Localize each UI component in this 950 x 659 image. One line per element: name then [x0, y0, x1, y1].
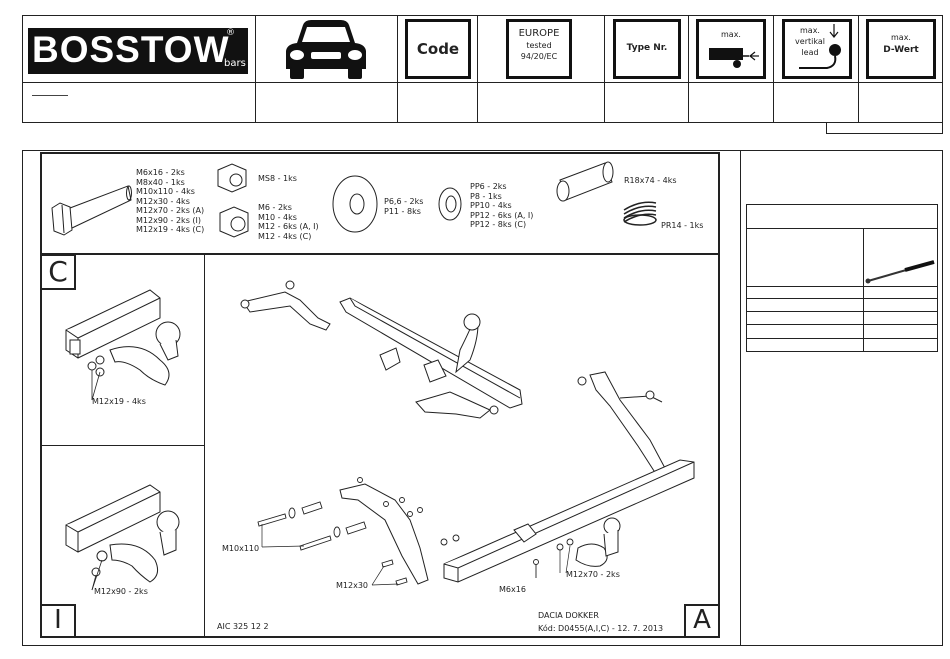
dwert-box: max. D-Wert: [866, 19, 936, 79]
car-icon: [281, 17, 371, 81]
drawing-frame: [40, 152, 720, 638]
side-table-line: [746, 338, 938, 339]
side-table-line: [746, 228, 938, 229]
europe-line3: 94/20/EC: [520, 52, 558, 61]
variant-i-letter: I: [54, 605, 62, 635]
vertical-line2: vertikal: [795, 37, 825, 46]
kod-line: Kód: D0455(A,I,C) - 12. 7. 2013: [538, 624, 664, 633]
variant-c-i-divider: [40, 445, 204, 446]
variant-c-letter: C: [48, 255, 68, 288]
drawing-side-divider: [740, 150, 741, 646]
side-table-line: [746, 311, 938, 312]
logo-bars: bars: [224, 58, 246, 69]
type-label: Type Nr.: [626, 43, 668, 53]
header-col-divider: [397, 15, 398, 123]
variant-c-letter-box: [40, 254, 76, 290]
header-col-divider: [773, 15, 774, 123]
side-table-line: [746, 324, 938, 325]
header-col-divider: [604, 15, 605, 123]
europe-line1: EUROPE: [518, 28, 560, 39]
nuts-label: M6 - 2ks M10 - 4ks M12 - 6ks (A, I) M12 …: [258, 203, 319, 241]
europe-line2: tested: [526, 41, 552, 50]
header-row-divider: [22, 82, 943, 83]
dwert-line2: D-Wert: [883, 45, 919, 55]
variant-a-letter: A: [693, 605, 711, 635]
parts-divider: [40, 253, 720, 255]
variant-i-bolt-label: M12x90 - 2ks: [94, 587, 148, 596]
label-m10: M10x110: [222, 544, 260, 553]
variant-a-letter-box: [684, 604, 720, 638]
bolts-label: M6x16 - 2ks M8x40 - 1ks M10x110 - 4ks M1…: [136, 168, 205, 234]
spring-label: PR14 - 1ks: [661, 221, 704, 230]
side-table-col: [863, 228, 864, 352]
header-table: [22, 15, 943, 123]
header-col-divider: [255, 15, 256, 123]
variants-divider: [204, 253, 205, 638]
side-table-line: [746, 286, 938, 287]
type-box: Type Nr.: [613, 19, 681, 79]
side-table: [746, 204, 938, 352]
tube-label: R18x74 - 4ks: [624, 176, 677, 185]
side-table-line: [746, 298, 938, 299]
header-sub-box: [826, 122, 943, 134]
label-m12x30: M12x30: [336, 581, 368, 590]
europe-box: EUROPE tested 94/20/EC: [506, 19, 572, 79]
variant-i-letter-box: [40, 604, 76, 638]
label-m6: M6x16: [499, 585, 526, 594]
variant-c-bolt-label: M12x19 - 4ks: [92, 397, 146, 406]
trailer-icon: [709, 48, 759, 68]
towball-icon: [799, 24, 841, 69]
code-box: Code: [405, 19, 471, 79]
header-col-divider: [688, 15, 689, 123]
max-trailer-box: max.: [696, 19, 766, 79]
label-m12x70: M12x70 - 2ks: [566, 570, 620, 579]
nut-ms8-label: MS8 - 1ks: [258, 174, 297, 183]
logo-reg: ®: [226, 28, 235, 38]
header-col-divider: [858, 15, 859, 123]
washers-label: P6,6 - 2ks P11 - 8ks: [384, 197, 424, 216]
vertical-line3: lead: [801, 48, 819, 57]
max-label: max.: [721, 30, 741, 39]
doc-code: AIC 325 12 2: [217, 622, 269, 631]
logo-brand: BOSSTOW: [32, 29, 230, 70]
code-label: Code: [416, 40, 460, 58]
main-frame: [22, 150, 943, 646]
vertical-load-box: max. vertikal lead: [782, 19, 852, 79]
header-small-line: [32, 95, 68, 96]
spring-washers-label: PP6 - 2ks P8 - 1ks PP10 - 4ks PP12 - 6ks…: [470, 182, 534, 229]
dwert-line1: max.: [891, 33, 911, 42]
vertical-line1: max.: [800, 26, 820, 35]
header-col-divider: [477, 15, 478, 123]
vehicle-name: DACIA DOKKER: [538, 611, 599, 620]
bosstow-logo: BOSSTOW ® bars: [28, 28, 248, 74]
